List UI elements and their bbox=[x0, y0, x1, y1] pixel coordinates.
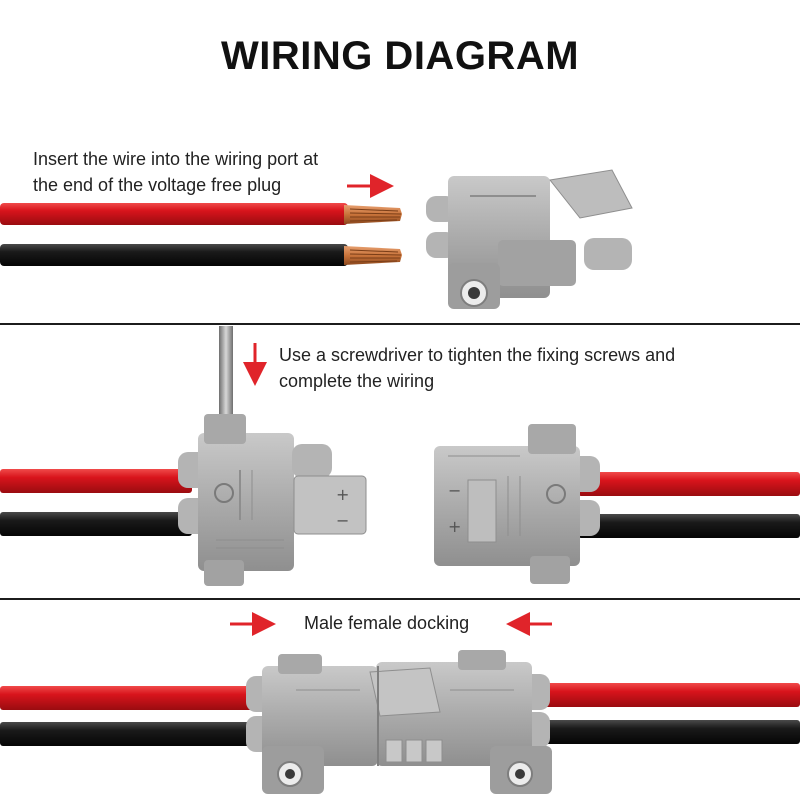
step1-instruction: Insert the wire into the wiring port at … bbox=[33, 146, 318, 198]
step2-right-connector bbox=[434, 424, 600, 584]
step2-left-black-wire bbox=[0, 512, 192, 536]
page-title: WIRING DIAGRAM bbox=[220, 34, 580, 78]
step2-right-minus-sign: − bbox=[448, 481, 461, 500]
step2-left-plus-sign: + bbox=[336, 485, 349, 504]
step1-black-copper-strands bbox=[344, 246, 402, 265]
step3-label: Male female docking bbox=[304, 613, 470, 633]
step1-line1: Insert the wire into the wiring port at bbox=[33, 149, 319, 169]
step2-left-red-wire bbox=[0, 469, 192, 493]
step2-left-minus-sign: − bbox=[336, 511, 349, 530]
step1-red-copper-strands bbox=[344, 205, 402, 224]
step3-left-black-wire bbox=[0, 722, 262, 746]
step2-right-black-wire bbox=[578, 514, 800, 538]
step1-red-wire bbox=[0, 203, 348, 225]
step2-line1: Use a screwdriver to tighten the fixing … bbox=[279, 345, 676, 365]
step2-instruction: Use a screwdriver to tighten the fixing … bbox=[279, 342, 675, 394]
step1-black-wire bbox=[0, 244, 348, 266]
section-divider-2 bbox=[0, 598, 800, 600]
section-divider-1 bbox=[0, 323, 800, 325]
step3-docked-connector bbox=[246, 650, 552, 794]
step2-line2: complete the wiring bbox=[279, 371, 435, 391]
step3-right-red-wire bbox=[532, 683, 800, 707]
step3-left-red-wire bbox=[0, 686, 262, 710]
step3-right-black-wire bbox=[532, 720, 800, 744]
step2-left-connector bbox=[178, 414, 367, 586]
step1-line2: the end of the voltage free plug bbox=[33, 175, 282, 195]
step2-right-red-wire bbox=[578, 472, 800, 496]
step2-right-plus-sign: + bbox=[448, 517, 461, 536]
step1-connector-plug bbox=[426, 169, 633, 309]
